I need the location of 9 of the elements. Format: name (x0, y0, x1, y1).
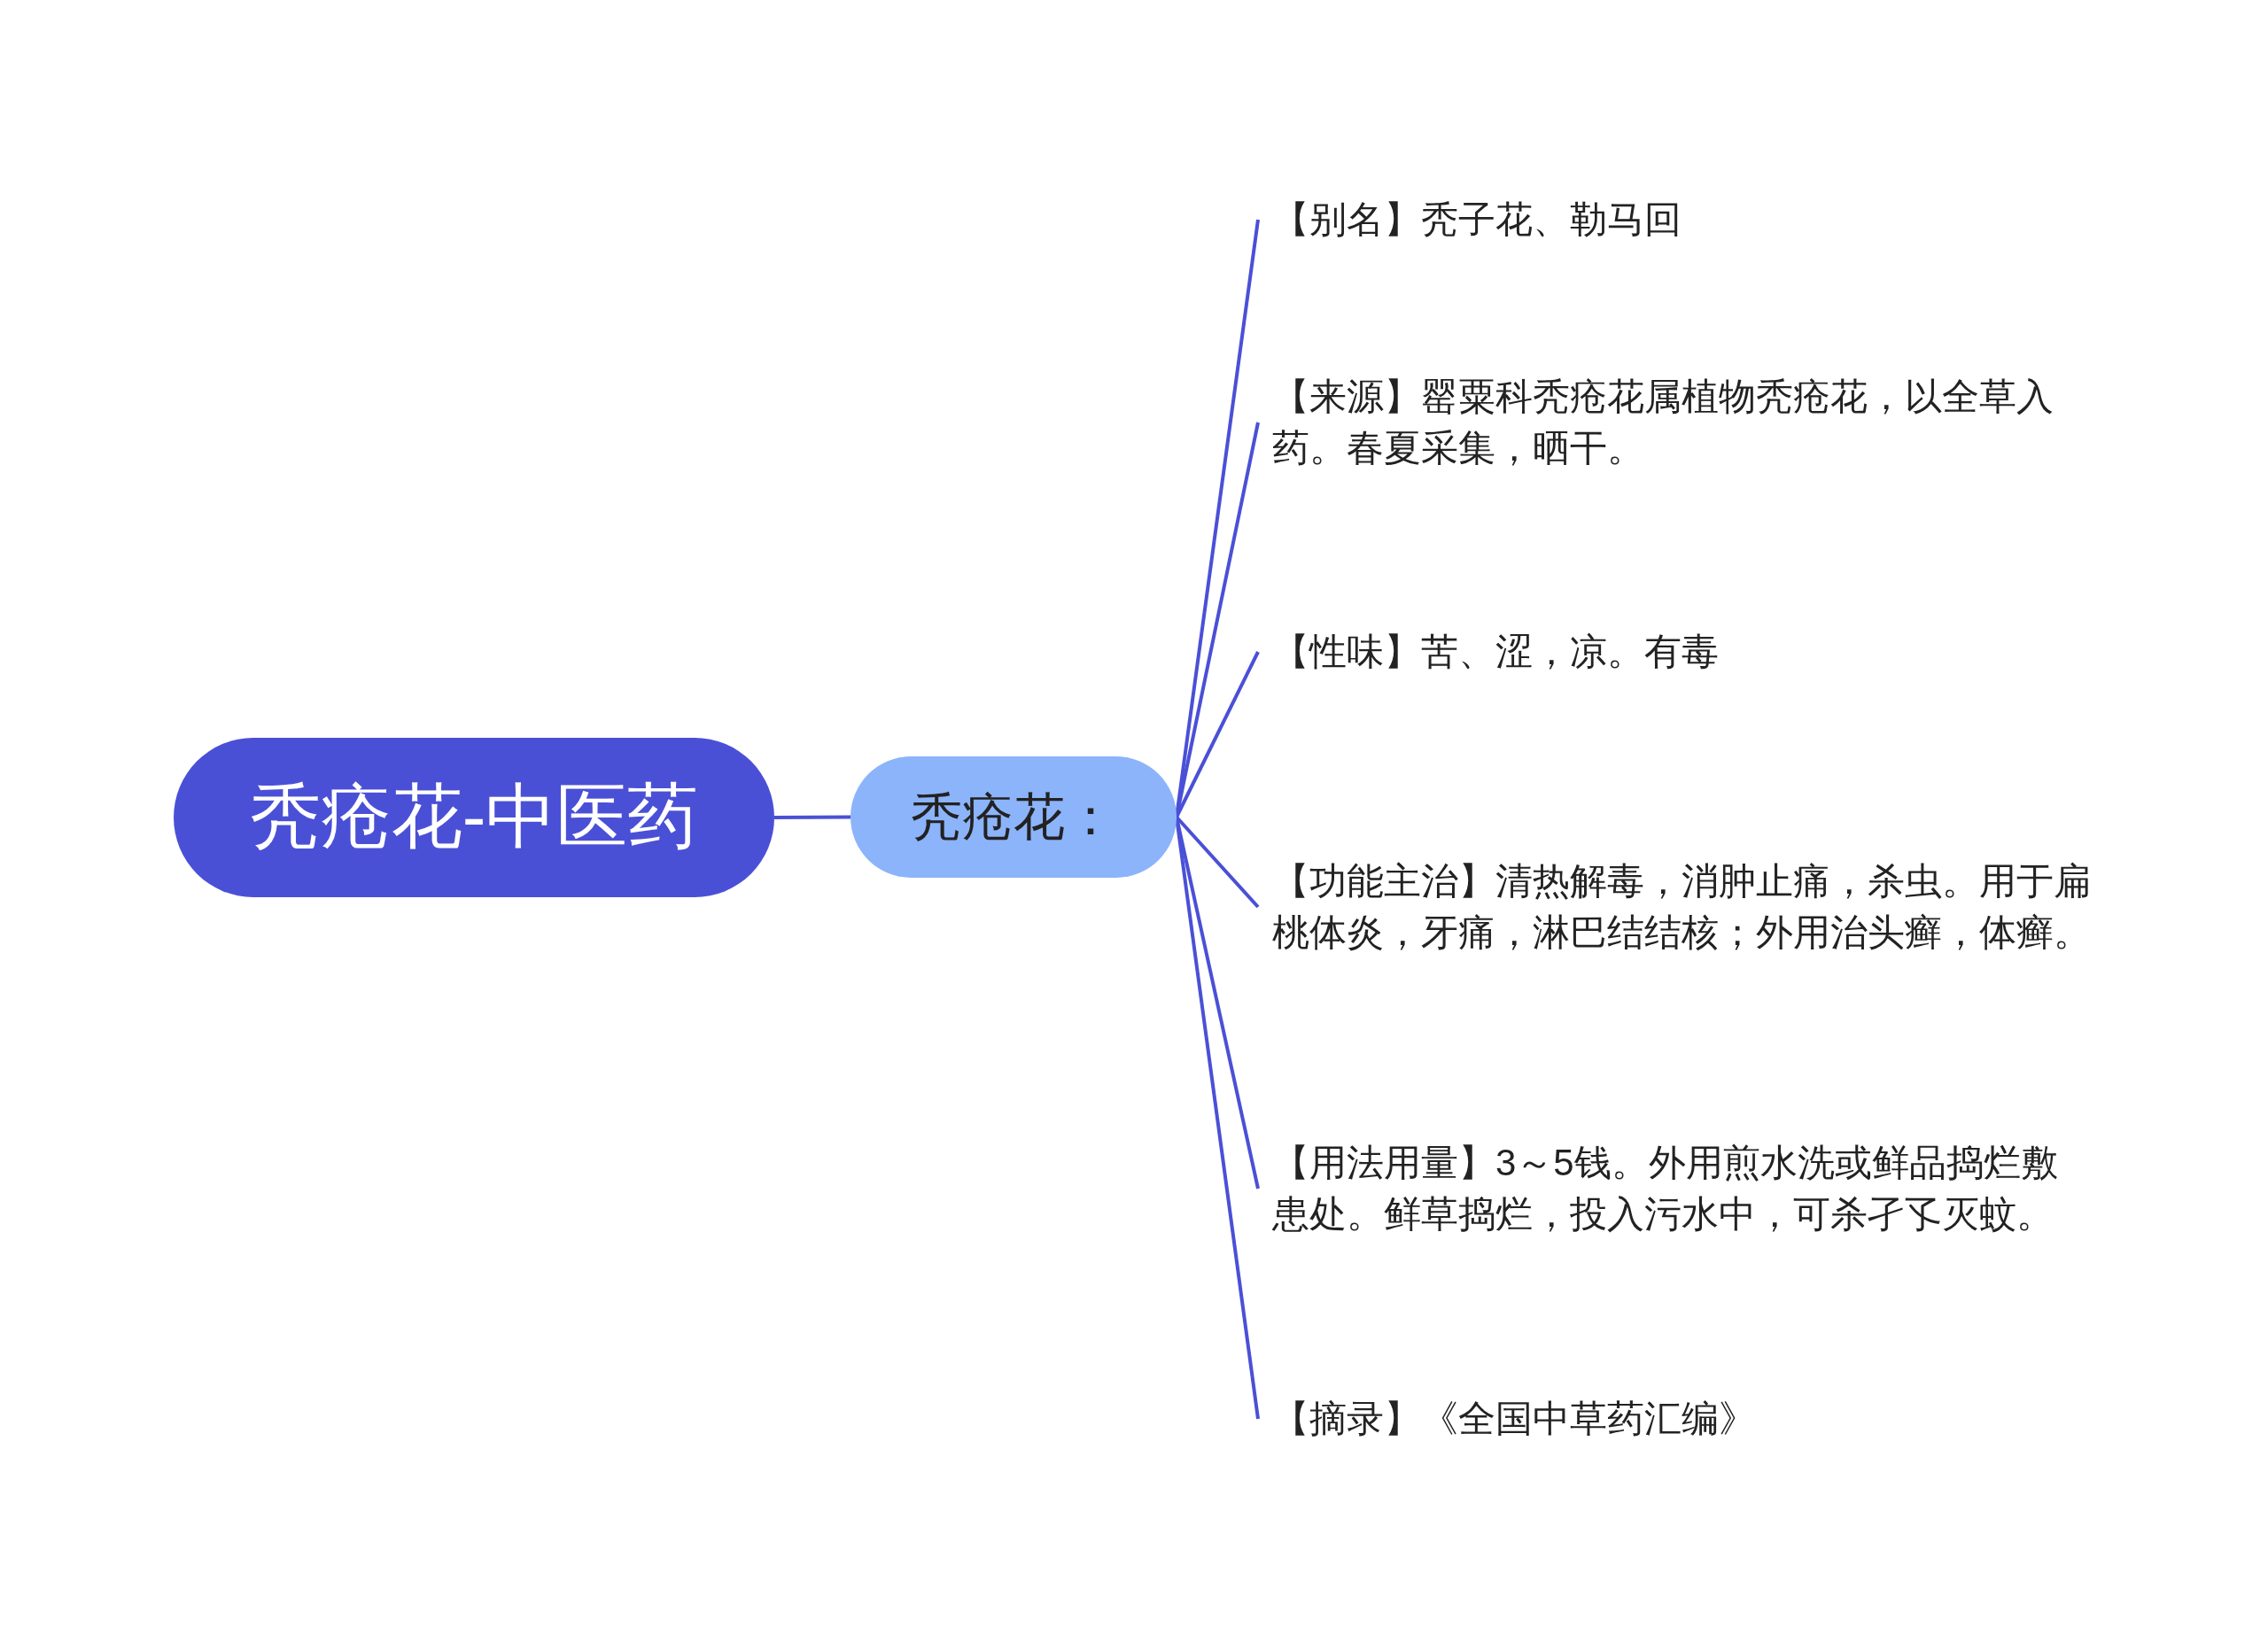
topic-box: 秃疮花： (850, 756, 1177, 878)
leaf-text: 【摘录】《全国中草药汇编》 (1258, 1393, 2091, 1445)
leaf-text: 【性味】苦、涩，凉。有毒 (1258, 626, 2091, 678)
root-topic: 秃疮花-中医药 (174, 738, 774, 897)
connector-line (774, 815, 850, 819)
leaf-text: 【来源】罂粟科秃疮花属植物秃疮花，以全草入药。春夏采集，晒干。 (1258, 371, 2091, 474)
leaf-text: 【用法用量】3～5钱。外用煎水洗或鲜品捣烂敷患处。鲜草捣烂，投入污水中，可杀孑孓灭蚊。 (1258, 1137, 2091, 1240)
leaf-text: 【功能主治】清热解毒，消肿止痛，杀虫。用于扁桃体炎，牙痛，淋巴结结核；外用治头癣，体癣。 (1258, 856, 2091, 958)
leaf-text: 【别名】秃子花、勒马回 (1258, 194, 2091, 245)
